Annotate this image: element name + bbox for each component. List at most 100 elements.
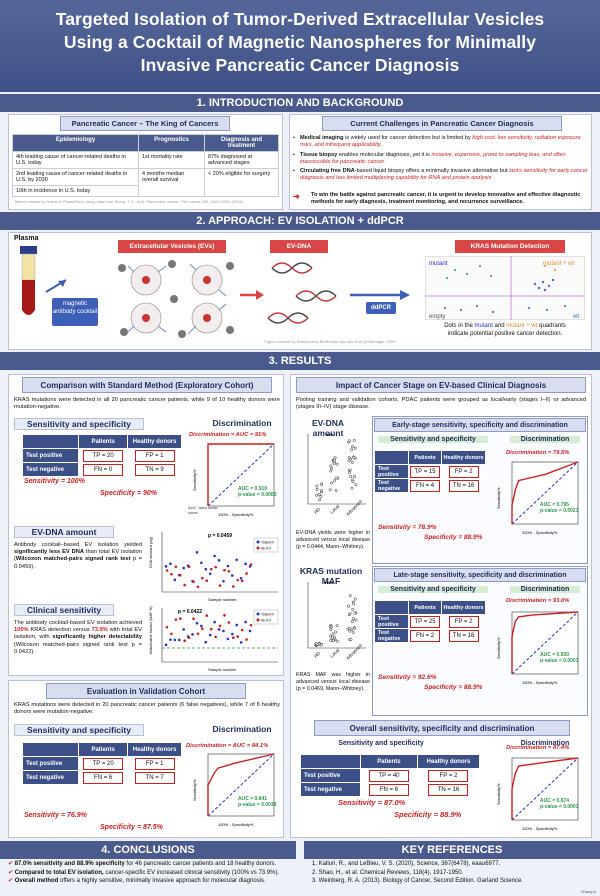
sample-dot: [223, 568, 226, 572]
stage-dna-dots: [315, 438, 358, 502]
clin-text: The antibody cocktail-based EV isolation…: [14, 620, 142, 655]
group-dot: [351, 617, 355, 621]
sample-dot: [170, 632, 173, 636]
cocktail-box: magnetic antibody cocktail: [52, 298, 98, 326]
svg-text:***: ***: [326, 434, 334, 440]
group-dot: [350, 486, 354, 490]
sample-dot: [183, 583, 186, 587]
roc-xlabel: 100% - Specificity%: [522, 680, 558, 685]
sample-dot: [217, 628, 221, 631]
group-dot: [350, 448, 354, 452]
svg-text:****: ****: [324, 582, 334, 588]
sample-dot: [222, 579, 225, 583]
sample-dot: [226, 637, 230, 641]
val-auc-title: Discrimination = AUC = 84.1%: [186, 743, 269, 749]
sample-dot: [249, 623, 253, 627]
section-results-header: 3. RESULTS: [0, 352, 600, 370]
arrow-to-evdna-icon: [240, 290, 264, 300]
sample-dot: [164, 565, 168, 568]
comp-ss-label: Sensitivity and specificity: [14, 418, 144, 430]
sample-dot: [195, 551, 199, 554]
diag-row-2: < 20% eligible for surgery: [204, 168, 279, 197]
sample-dot: [213, 554, 216, 558]
overall-tn: TN = 16: [428, 783, 469, 796]
sample-dot: [226, 564, 230, 568]
arrow-right-icon: ➜: [293, 192, 300, 201]
group-dot: [330, 481, 334, 485]
sample-dot: [231, 632, 234, 636]
comp-roc-chart: Sensitivity%100% - Specificity%: [192, 443, 275, 517]
sample-dot: [217, 559, 221, 562]
early-heading: Early-stage sensitivity, specificity and…: [374, 418, 586, 432]
stage-intro: Pooling training and validation cohorts,…: [296, 397, 586, 411]
title-line-2: Using a Cocktail of Magnetic Nanospheres…: [63, 32, 537, 52]
comp-tn: TN = 9: [134, 463, 175, 476]
quadrant-mutant: mutant: [429, 261, 448, 267]
sample-dot: [182, 566, 185, 570]
group-dot: [351, 460, 354, 464]
stage-evdna-dotplot: *** HD Local Advanced: [307, 434, 366, 517]
group-dot: [318, 498, 322, 502]
early-disc-label: Discrimination: [510, 436, 580, 443]
sample-dot: [213, 620, 216, 624]
sample-dot: [239, 641, 243, 644]
legend-total-ev: Total EV: [261, 541, 275, 545]
group-dot: [349, 475, 353, 478]
quadrant-wt: wt: [572, 314, 579, 320]
sample-dot: [236, 578, 240, 582]
val-specificity: Specificity = 87.5%: [100, 824, 163, 831]
sample-dot: [201, 627, 204, 631]
group-dot: [330, 625, 333, 629]
references-list: 1. Kalluri, R., and LeBleu, V. S. (2020)…: [312, 860, 592, 886]
group-dot: [353, 446, 357, 450]
roc-xlabel: 100% - Specificity%: [218, 822, 254, 827]
comp-auc-note: AUC: area under curve: [188, 505, 219, 515]
group-dot: [332, 479, 336, 483]
sample-dot: [248, 629, 252, 633]
late-sensitivity: Sensitivity = 92.6%: [378, 674, 437, 681]
overall-fp: FP = 2: [428, 769, 469, 782]
group-dot: [347, 459, 351, 463]
sample-dot: [249, 563, 253, 566]
sample-dot: [208, 633, 212, 637]
roc-xlabel: 100% - Specificity%: [218, 512, 254, 517]
sample-dot: [196, 632, 200, 636]
prog-row-1: 1st mortality rate: [138, 151, 205, 169]
overall-heading: Overall sensitivity, specificity and dis…: [314, 720, 570, 736]
group-dot: [348, 629, 352, 633]
sample-dot: [164, 643, 168, 647]
sample-dot: [192, 617, 195, 620]
comparison-heading: Comparison with Standard Method (Explora…: [22, 377, 272, 393]
group-dot: [351, 631, 355, 635]
comp-fn: FN = 0: [83, 463, 124, 476]
group-dot: [352, 438, 356, 442]
comp-dna-ylabel: DNA amount (ng): [148, 536, 153, 568]
early-fn: FN = 4: [410, 479, 441, 492]
group-dot: [332, 635, 336, 639]
comp-specificity: Specificity = 90%: [100, 490, 158, 497]
roc-curve: [207, 443, 274, 506]
conclusion-3: ✔ Overall method offers a highly sensiti…: [8, 878, 266, 884]
group-dot: [348, 612, 352, 615]
sample-dot: [239, 577, 243, 580]
sample-dot: [209, 627, 213, 631]
early-tp: TP = 15: [410, 465, 441, 478]
roc-ylabel: Sensitivity%: [496, 637, 501, 659]
legend-total-ev-2: Total EV: [261, 613, 275, 617]
bullet-imaging: Medical imaging is widely used for cance…: [293, 135, 588, 150]
val-fp: FP = 1: [134, 757, 175, 770]
dna-dots: [164, 551, 253, 589]
group-dot: [335, 624, 339, 628]
sample-dot: [182, 628, 185, 631]
sample-dot: [245, 638, 248, 641]
overall-fn: FN = 6: [368, 783, 409, 796]
dna-strands-illustration: [267, 262, 337, 324]
ddpcr-caption: Dots in the mutant and mutant + wt quadr…: [444, 323, 566, 337]
stage-maf-hd: HD: [313, 650, 322, 659]
sample-dot: [204, 567, 208, 571]
roc-curve: [511, 757, 579, 820]
